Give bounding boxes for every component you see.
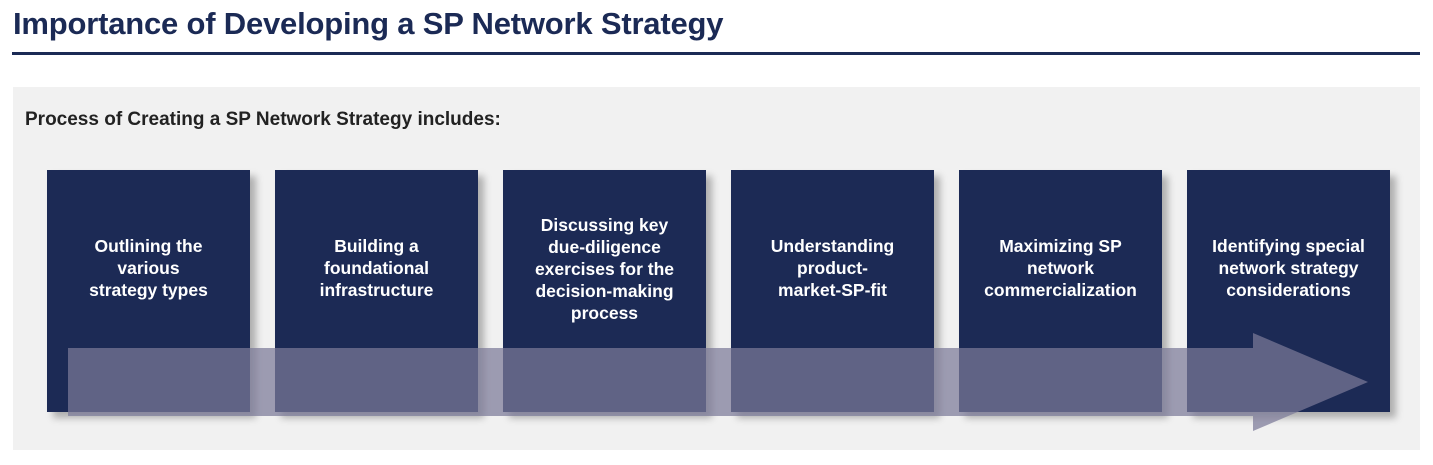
process-step-3[interactable]: Discussing key due-diligence exercises f… (503, 170, 706, 412)
process-step-1[interactable]: Outlining the various strategy types (47, 170, 250, 412)
title-underline-rule (12, 52, 1420, 55)
process-card: Process of Creating a SP Network Strateg… (13, 87, 1420, 450)
process-step-5[interactable]: Maximizing SP network commercialization (959, 170, 1162, 412)
process-step-4[interactable]: Understanding product- market-SP-fit (731, 170, 934, 412)
process-step-1-label: Outlining the various strategy types (89, 236, 208, 300)
process-step-3-label: Discussing key due-diligence exercises f… (534, 215, 675, 323)
process-step-2-label: Building a foundational infrastructure (319, 236, 434, 300)
process-step-6[interactable]: Identifying special network strategy con… (1187, 170, 1390, 412)
process-step-5-label: Maximizing SP network commercialization (984, 236, 1137, 300)
process-step-6-label: Identifying special network strategy con… (1212, 236, 1365, 300)
process-steps-row: Outlining the various strategy types Bui… (13, 87, 1420, 450)
process-step-4-label: Understanding product- market-SP-fit (770, 236, 895, 300)
page-title: Importance of Developing a SP Network St… (13, 6, 724, 41)
card-subtitle: Process of Creating a SP Network Strateg… (25, 109, 501, 130)
process-step-2[interactable]: Building a foundational infrastructure (275, 170, 478, 412)
